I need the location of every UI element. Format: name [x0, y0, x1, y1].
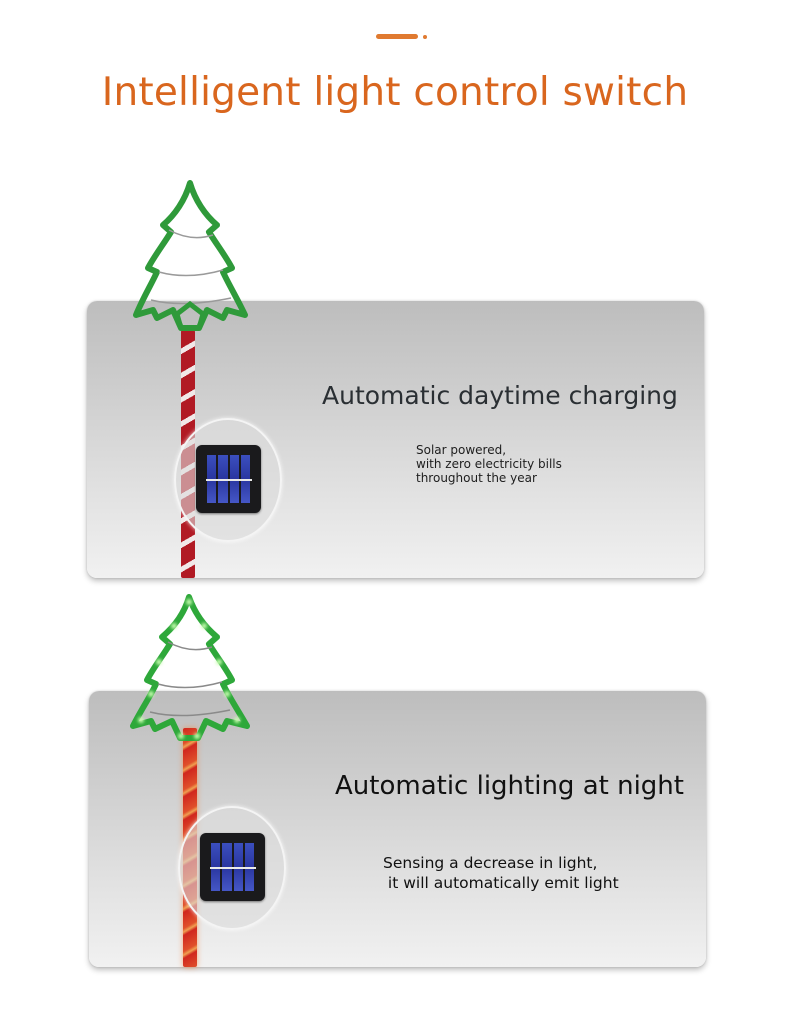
- christmas-tree-icon: [133, 180, 248, 331]
- feature-card-daytime-charging: Automatic daytime charging Solar powered…: [87, 301, 704, 578]
- solar-panel-icon: [200, 833, 265, 901]
- solar-panel-magnifier: [178, 806, 286, 930]
- solar-panel-magnifier: [174, 418, 282, 542]
- feature-heading: Automatic lighting at night: [335, 771, 684, 801]
- accent-dot: [423, 35, 427, 39]
- page-title: Intelligent light control switch: [101, 70, 689, 115]
- feature-heading: Automatic daytime charging: [322, 381, 678, 410]
- christmas-tree-icon-lit: [130, 594, 250, 741]
- solar-panel-icon: [196, 445, 261, 513]
- feature-description: Solar powered, with zero electricity bil…: [416, 443, 562, 485]
- accent-bar: [376, 34, 418, 39]
- feature-description: Sensing a decrease in light, it will aut…: [383, 854, 619, 892]
